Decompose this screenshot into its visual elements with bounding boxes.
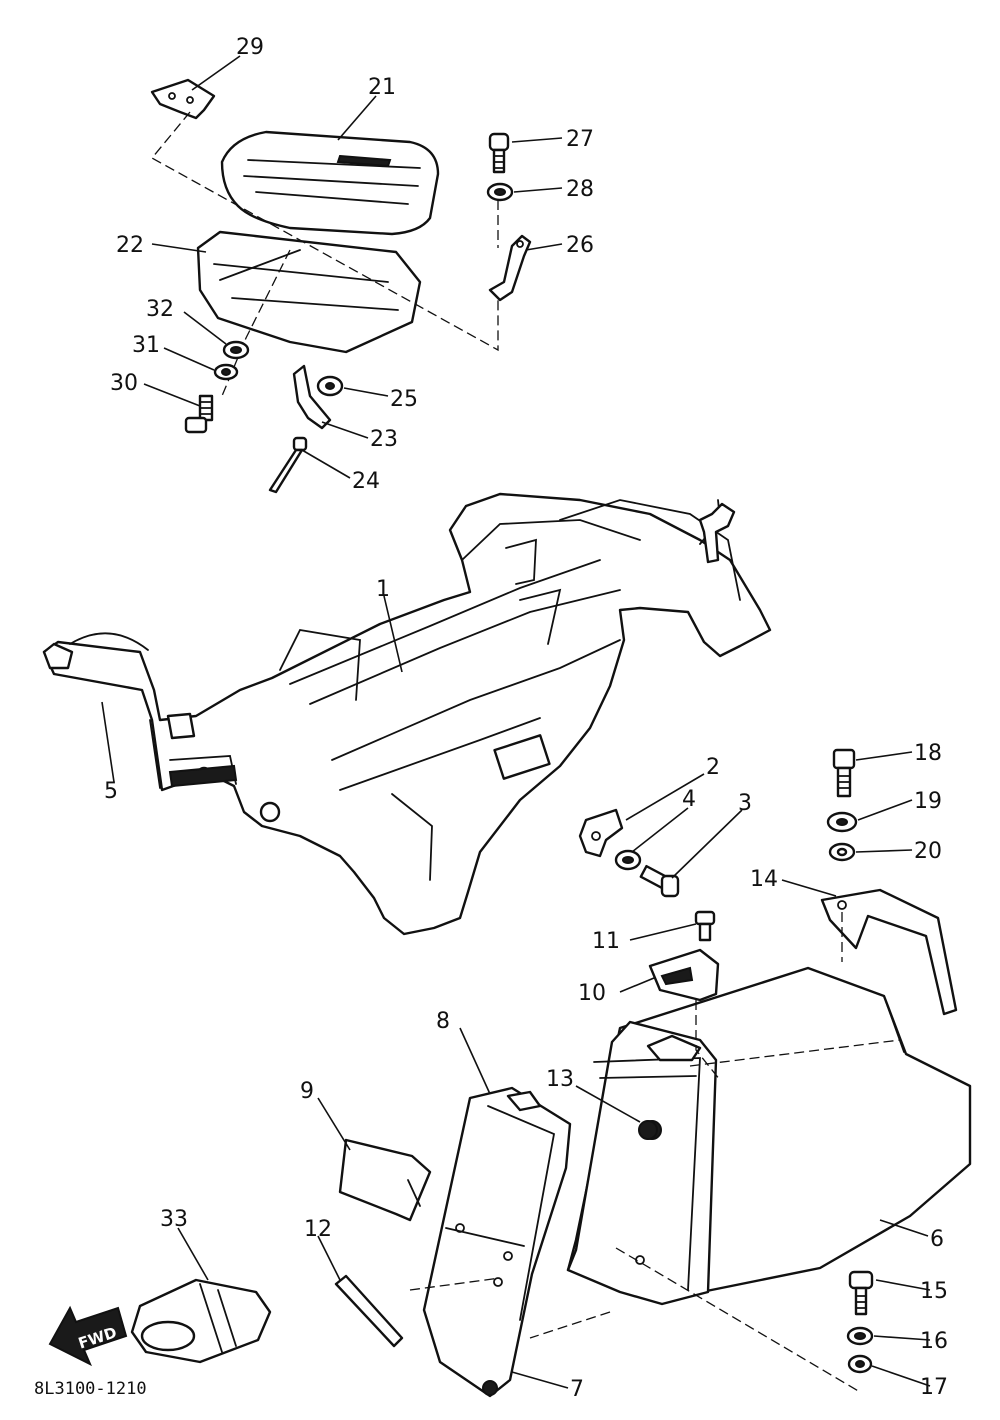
diagram-code: 8L3100-1210 — [34, 1379, 147, 1399]
part-30-bolt[interactable] — [184, 394, 214, 434]
part-4-washer[interactable] — [614, 849, 642, 871]
label-11: 11 — [592, 929, 620, 954]
label-18: 18 — [914, 741, 942, 766]
leader-lines — [101, 55, 931, 1389]
part-29-clip[interactable] — [150, 78, 216, 120]
label-25: 25 — [390, 387, 418, 412]
part-11-screw[interactable] — [694, 910, 716, 942]
part-15-bolt[interactable] — [848, 1270, 874, 1316]
label-30: 30 — [110, 371, 138, 396]
part-21-upper-cover[interactable] — [220, 130, 440, 236]
label-2: 2 — [706, 755, 720, 780]
label-29: 29 — [236, 35, 264, 60]
part-23-bracket[interactable] — [292, 364, 332, 430]
assembly-line-29-26 — [151, 111, 499, 352]
part-numbers: 29 21 27 28 26 22 32 31 30 25 23 24 1 5 … — [104, 35, 948, 1402]
label-1: 1 — [376, 577, 390, 602]
assembly-line-10-6 — [695, 1000, 721, 1081]
label-14: 14 — [750, 867, 778, 892]
label-20: 20 — [914, 839, 942, 864]
label-26: 26 — [566, 233, 594, 258]
part-22-tray[interactable] — [196, 230, 422, 354]
label-7: 7 — [570, 1377, 584, 1402]
forward-arrow-icon: FWD — [48, 1305, 128, 1367]
part-19-washer[interactable] — [826, 811, 858, 833]
label-4: 4 — [682, 787, 696, 812]
label-21: 21 — [368, 75, 396, 100]
part-31-washer[interactable] — [213, 363, 239, 381]
label-8: 8 — [436, 1009, 450, 1034]
part-2-bracket[interactable] — [578, 808, 624, 858]
part-32-washer[interactable] — [222, 340, 250, 360]
label-16: 16 — [920, 1329, 948, 1354]
label-13: 13 — [546, 1067, 574, 1092]
part-25-nut[interactable] — [316, 375, 344, 397]
part-27-bolt[interactable] — [488, 132, 510, 174]
part-9-plate[interactable] — [338, 1138, 432, 1222]
part-12-rod[interactable] — [334, 1274, 404, 1348]
label-10: 10 — [578, 981, 606, 1006]
label-19: 19 — [914, 789, 942, 814]
label-28: 28 — [566, 177, 594, 202]
part-10-clamp[interactable] — [648, 948, 720, 1002]
label-9: 9 — [300, 1079, 314, 1104]
part-13-grommet[interactable] — [638, 1120, 658, 1140]
label-15: 15 — [920, 1279, 948, 1304]
label-23: 23 — [370, 427, 398, 452]
part-16-washer[interactable] — [846, 1326, 874, 1346]
label-22: 22 — [116, 233, 144, 258]
label-6: 6 — [930, 1227, 944, 1252]
part-6-case[interactable] — [566, 966, 972, 1306]
label-5: 5 — [104, 779, 118, 804]
assembly-line-6-17 — [615, 1247, 861, 1393]
part-1-main-frame[interactable] — [42, 492, 772, 936]
assembly-line-6-7 — [529, 1311, 611, 1339]
part-8-lid[interactable] — [422, 1086, 572, 1398]
part-17-nut[interactable] — [847, 1354, 873, 1374]
label-17: 17 — [920, 1375, 948, 1400]
part-33-sleeve[interactable] — [130, 1278, 272, 1364]
assembly-line-8-9 — [409, 1277, 501, 1291]
label-24: 24 — [352, 469, 380, 494]
part-18-bolt[interactable] — [832, 748, 856, 798]
assembly-line-6-center — [689, 1039, 901, 1067]
part-14-bracket[interactable] — [820, 888, 958, 1016]
label-3: 3 — [738, 791, 752, 816]
label-31: 31 — [132, 333, 160, 358]
part-3-screw[interactable] — [639, 864, 680, 898]
label-27: 27 — [566, 127, 594, 152]
part-26-bracket[interactable] — [488, 234, 532, 302]
part-28-washer[interactable] — [486, 182, 514, 202]
part-24-pin[interactable] — [268, 436, 308, 494]
label-32: 32 — [146, 297, 174, 322]
label-33: 33 — [160, 1207, 188, 1232]
part-20-washer[interactable] — [828, 842, 856, 862]
label-12: 12 — [304, 1217, 332, 1242]
